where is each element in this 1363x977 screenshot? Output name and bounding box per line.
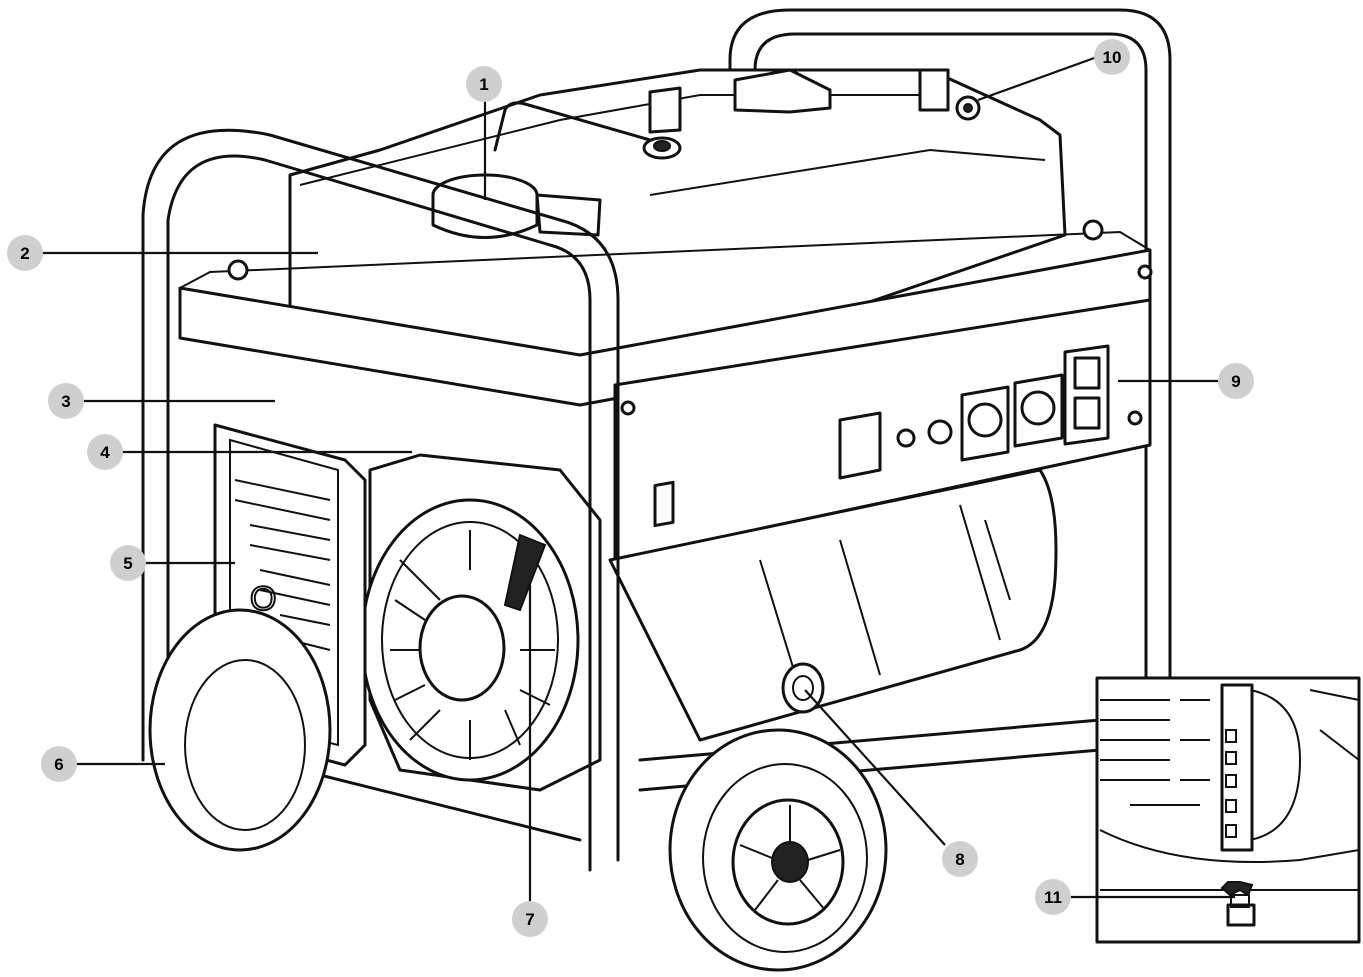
callout-4: 4	[87, 434, 123, 470]
callout-6-label: 6	[54, 755, 63, 774]
callout-5-label: 5	[123, 554, 132, 573]
callout-11: 11	[1035, 879, 1071, 915]
callout-8-label: 8	[955, 850, 964, 869]
front-wheel	[668, 728, 888, 972]
callout-3-label: 3	[61, 392, 70, 411]
callout-1-label: 1	[479, 75, 488, 94]
callout-badges: 1 2 3 4 5 6 7 8	[7, 39, 1254, 937]
callout-10-label: 10	[1103, 48, 1122, 67]
rear-wheel	[148, 608, 332, 852]
callout-6: 6	[41, 746, 77, 782]
callout-2: 2	[7, 235, 43, 271]
callout-11-label: 11	[1044, 888, 1062, 907]
callout-7: 7	[512, 901, 548, 937]
callout-10: 10	[1094, 39, 1130, 75]
callout-2-label: 2	[20, 244, 29, 263]
leader-8	[804, 689, 946, 846]
callout-4-label: 4	[100, 443, 110, 462]
callout-1: 1	[466, 66, 502, 102]
alternator	[608, 468, 1058, 742]
inset-detail	[1095, 676, 1361, 944]
callout-8: 8	[942, 841, 978, 877]
leader-lines	[42, 55, 1235, 902]
rear-frame	[728, 8, 1172, 702]
callout-5: 5	[110, 545, 146, 581]
callout-9: 9	[1218, 363, 1254, 399]
engine	[360, 453, 602, 792]
callout-9-label: 9	[1231, 372, 1240, 391]
leader-10	[977, 55, 1098, 102]
control-panel	[613, 298, 1152, 562]
callout-3: 3	[48, 383, 84, 419]
callout-7-label: 7	[525, 910, 534, 929]
